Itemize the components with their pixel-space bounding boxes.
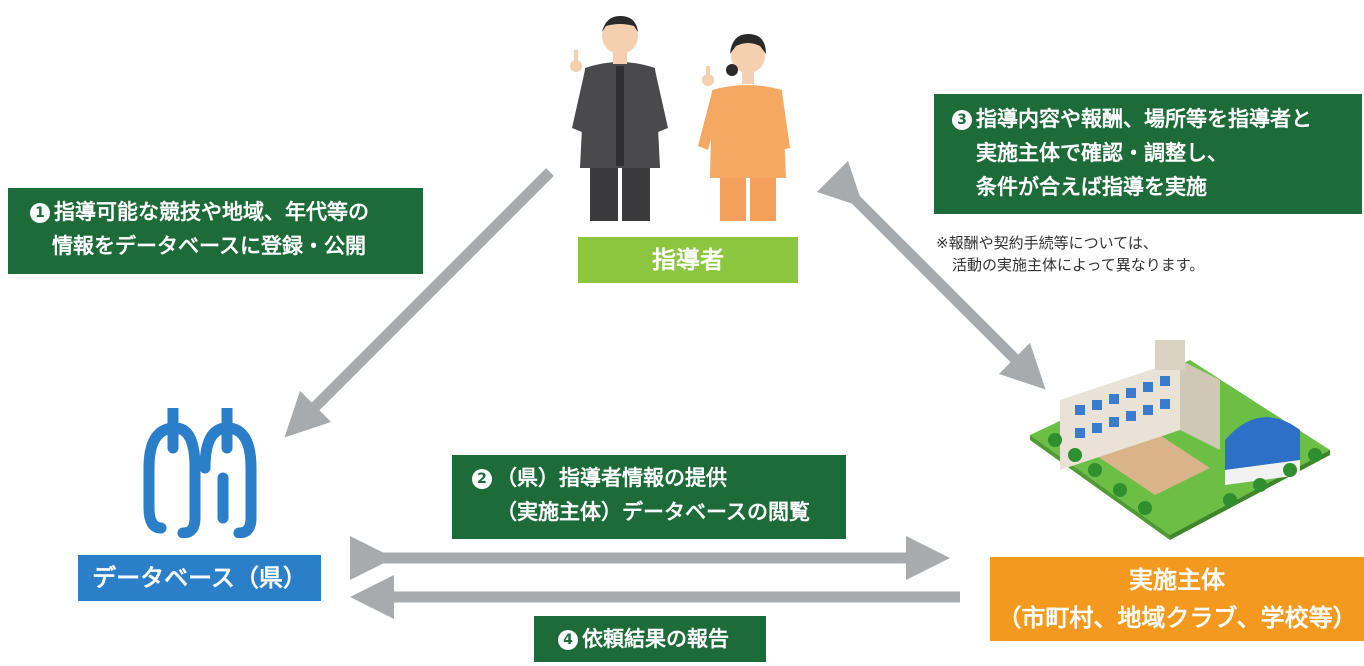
arrow-instructor-organization (816, 160, 1046, 390)
step3-line2: 実施主体で確認・調整し、 (976, 141, 1228, 165)
fee-note: ※報酬や契約手続等については、 活動の実施主体によって異なります。 (936, 232, 1204, 276)
step1-line2: 情報をデータベースに登録・公開 (52, 234, 366, 258)
step2-line1: （県）指導者情報の提供 (496, 466, 727, 490)
step3-line3: 条件が合えば指導を実施 (976, 175, 1207, 199)
instructor-label-text: 指導者 (652, 246, 724, 274)
step4-line1: 依頼結果の報告 (582, 627, 729, 651)
step4-number-badge: 4 (558, 630, 578, 650)
database-label: データベース（県） (78, 555, 321, 601)
step2-number-badge: 2 (472, 469, 492, 489)
step1-number-badge: 1 (30, 203, 50, 223)
organization-label: 実施主体 （市町村、地域クラブ、学校等） (990, 557, 1364, 641)
female-instructor-figure (698, 34, 790, 221)
database-label-text: データベース（県） (92, 564, 307, 592)
step2-line2: （実施主体）データベースの閲覧 (496, 500, 810, 524)
step2-box: 2（県）指導者情報の提供 （実施主体）データベースの閲覧 (452, 455, 846, 539)
male-instructor-figure (570, 16, 668, 221)
organization-label-line1: 実施主体 (1129, 566, 1225, 594)
step3-line1: 指導内容や報酬、場所等を指導者と (976, 107, 1312, 131)
fee-note-line1: ※報酬や契約手続等については、 (936, 234, 1158, 252)
instructors-illustration (570, 16, 790, 221)
fee-note-line2: 活動の実施主体によって異なります。 (952, 256, 1205, 274)
step3-number-badge: 3 (952, 110, 972, 130)
prefecture-emblem (143, 408, 257, 538)
step1-line1: 指導可能な競技や地域、年代等の (54, 200, 369, 224)
organization-label-line2: （市町村、地域クラブ、学校等） (997, 604, 1357, 632)
instructor-label: 指導者 (578, 237, 798, 283)
school-illustration (1030, 340, 1330, 540)
arrow-instructor-to-database (284, 168, 554, 438)
